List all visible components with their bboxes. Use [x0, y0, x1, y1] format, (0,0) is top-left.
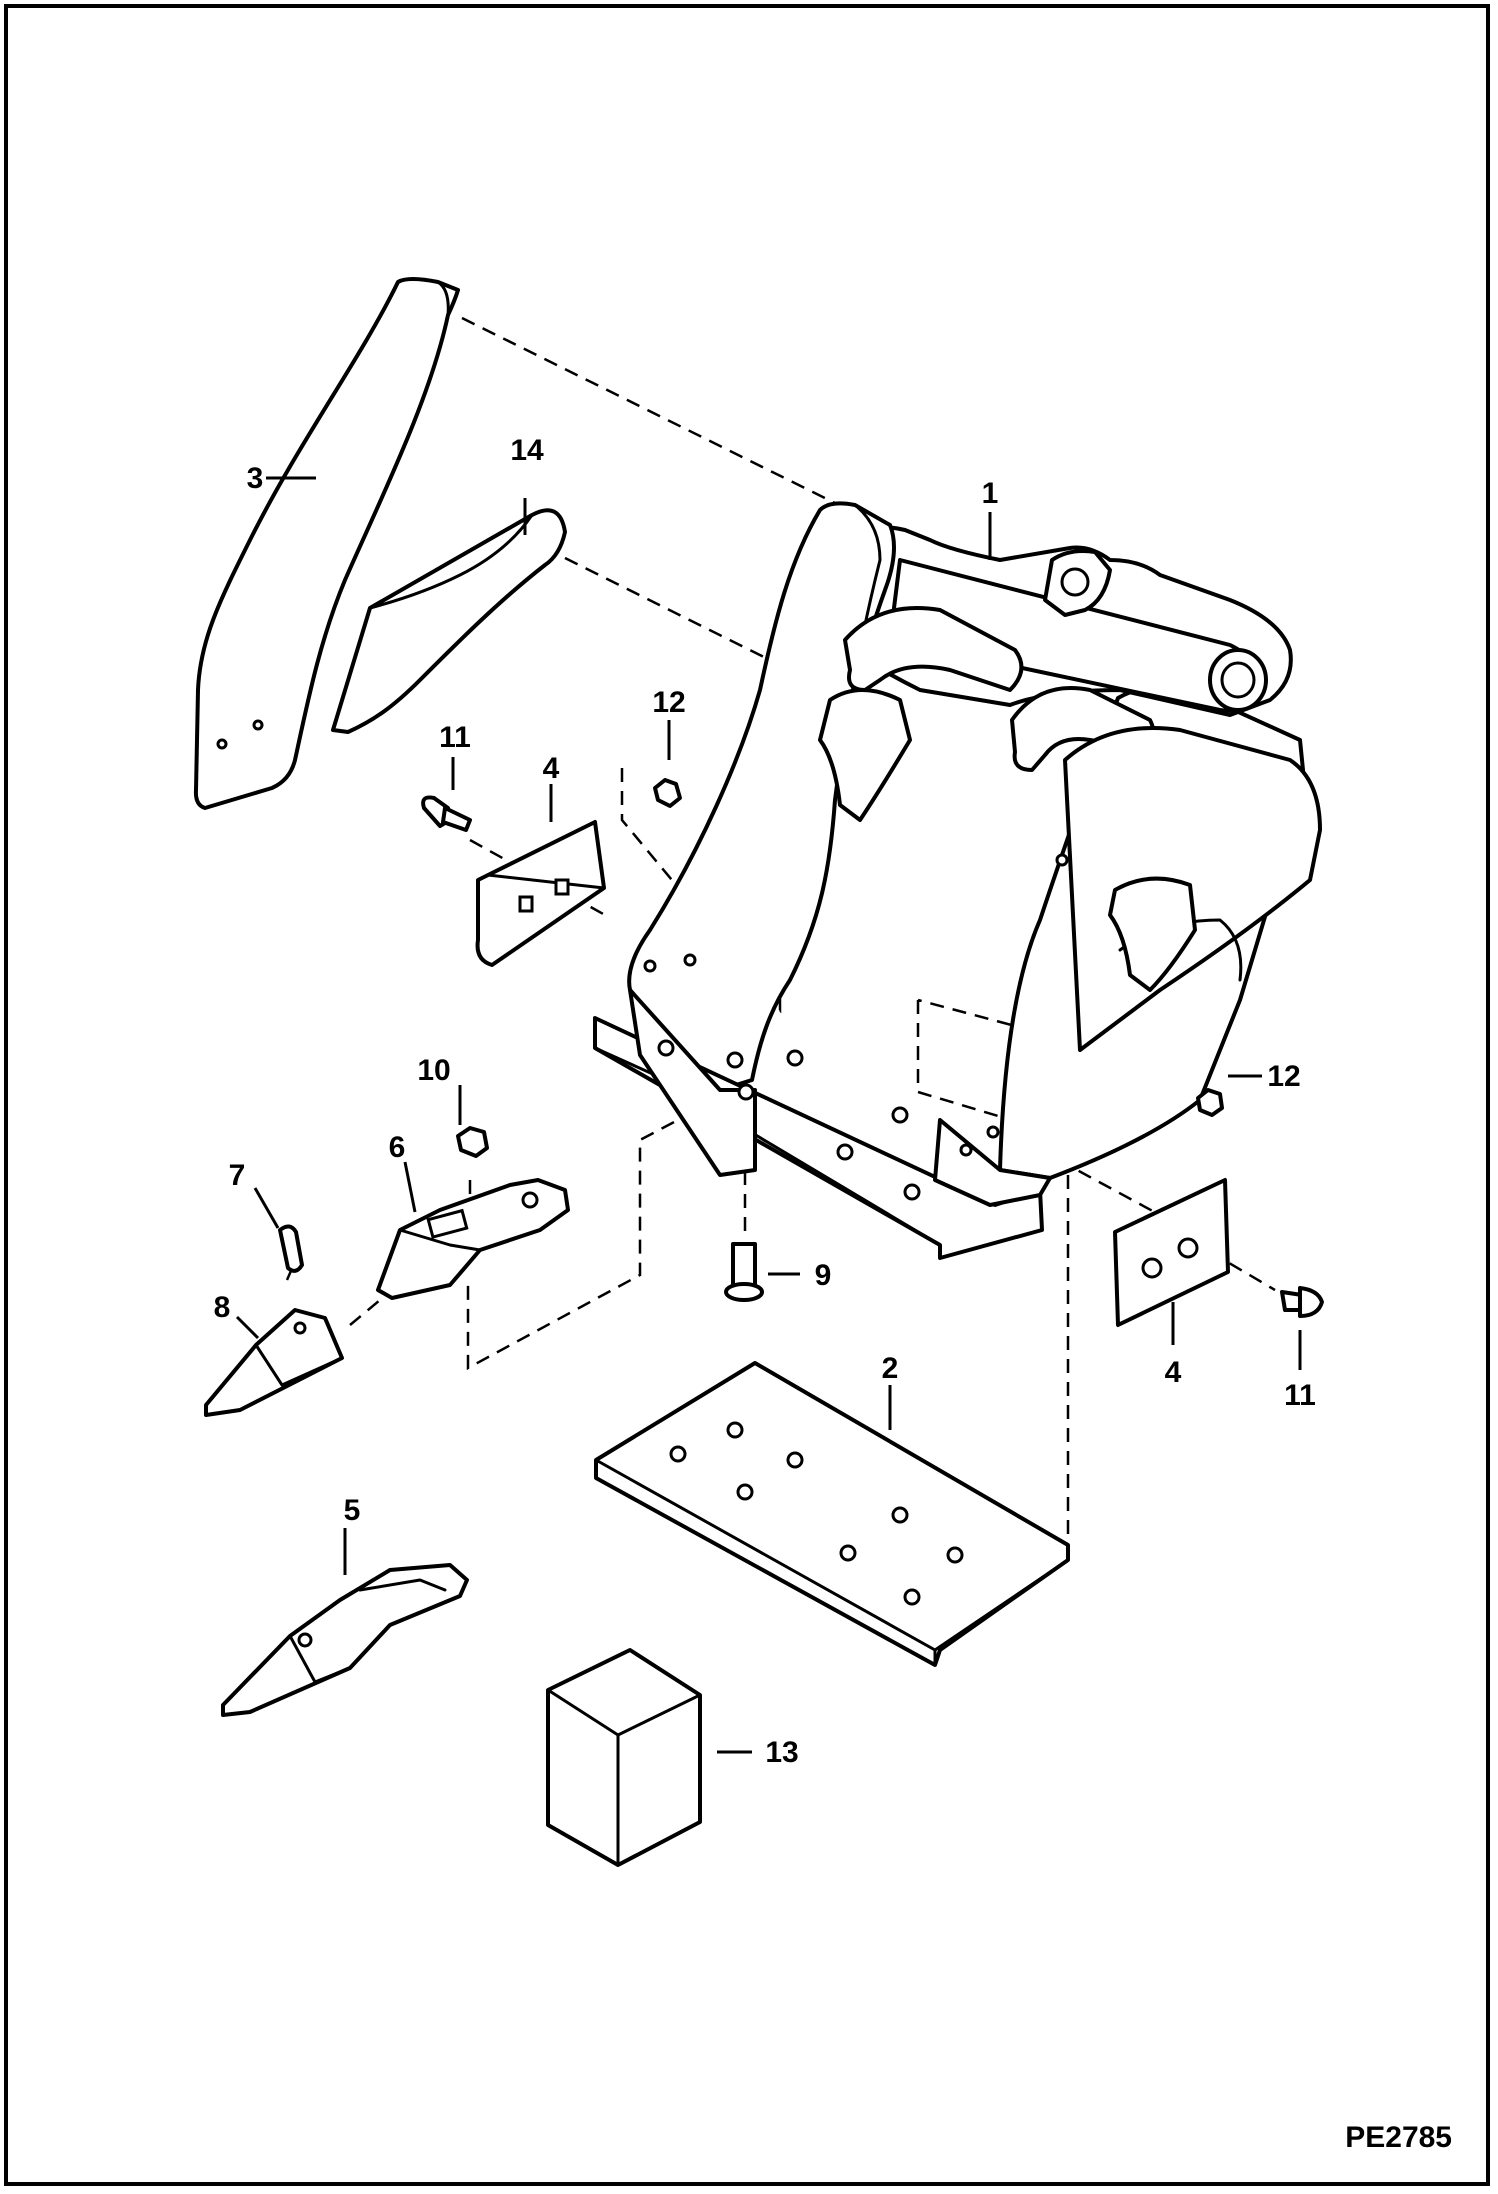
part-5-tooth: [221, 1563, 469, 1717]
callout-14: 14: [510, 434, 544, 467]
callout-4-left: 4: [543, 752, 560, 785]
callout-11-left: 11: [439, 721, 471, 754]
callout-8: 8: [214, 1291, 231, 1324]
callout-5: 5: [344, 1494, 361, 1527]
part-12-nut-upper: [653, 778, 682, 808]
logo-mark-left: [818, 688, 912, 822]
part-1-bucket-body: [593, 501, 1322, 1260]
logo-mark-right: [1108, 876, 1197, 992]
part-6-tooth-adapter: [376, 1178, 570, 1300]
callout-13: 13: [765, 1736, 798, 1769]
part-2-cutting-edge: [594, 1361, 1070, 1667]
callout-12-lower: 12: [1267, 1060, 1300, 1093]
part-3-side-plate: [193, 277, 460, 810]
part-7-retaining-pin: [278, 1224, 304, 1273]
callout-2: 2: [882, 1352, 899, 1385]
part-8-tooth: [204, 1308, 344, 1417]
callout-11-right: 11: [1284, 1379, 1316, 1412]
part-10-nut: [456, 1126, 489, 1158]
callout-1: 1: [982, 477, 999, 510]
part-9-plow-bolt: [724, 1242, 764, 1302]
part-4-side-cutter-left: [475, 820, 606, 967]
part-4-side-cutter-right: [1113, 1178, 1230, 1327]
callout-12-upper: 12: [652, 686, 685, 719]
callout-labels: 1 2 3 4 4 5 6 7 8 9 10 11 11 12 12 13 14: [214, 434, 1316, 1769]
part-14-gusset: [331, 508, 567, 734]
part-12-nut-lower: [1196, 1088, 1224, 1117]
drawing-code: PE2785: [1345, 2121, 1452, 2154]
callout-leaders: [235, 476, 1302, 1754]
part-11-bolt-left: [421, 795, 472, 832]
callout-3: 3: [247, 462, 264, 495]
part-13-hardware-kit-box: [546, 1648, 702, 1867]
callout-6: 6: [389, 1131, 406, 1164]
part-11-bolt-right: [1280, 1286, 1324, 1318]
callout-9: 9: [815, 1259, 832, 1292]
callout-7: 7: [229, 1159, 246, 1192]
callout-4-right: 4: [1165, 1356, 1182, 1389]
callout-10: 10: [417, 1054, 450, 1087]
